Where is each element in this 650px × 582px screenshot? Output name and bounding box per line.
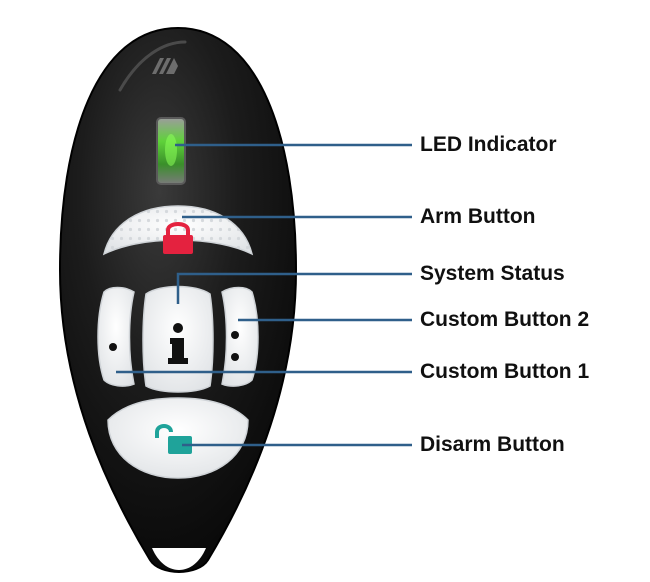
body-highlight xyxy=(118,40,187,92)
custom-button-2[interactable] xyxy=(221,286,259,387)
lanyard-hole xyxy=(152,548,206,570)
label-custom-button-2: Custom Button 2 xyxy=(420,308,590,331)
unlocked-padlock-icon xyxy=(155,424,192,454)
label-custom-button-1: Custom Button 1 xyxy=(420,360,590,383)
callout-line-status xyxy=(176,272,412,304)
info-i-icon xyxy=(168,323,188,364)
dot-icon-upper xyxy=(231,331,239,339)
label-led-indicator: LED Indicator xyxy=(420,133,557,156)
brand-chevron-logo xyxy=(152,58,178,74)
label-disarm-button: Disarm Button xyxy=(420,433,565,456)
single-dot-icon xyxy=(109,343,117,351)
system-status-button[interactable] xyxy=(142,285,214,393)
custom-button-1[interactable] xyxy=(97,286,135,387)
locked-padlock-icon xyxy=(163,222,193,254)
label-system-status: System Status xyxy=(420,262,565,285)
led-glow xyxy=(165,134,177,166)
label-arm-button: Arm Button xyxy=(420,205,536,228)
disarm-button[interactable] xyxy=(107,397,249,479)
dot-icon-lower xyxy=(231,353,239,361)
callout-lines xyxy=(116,143,412,447)
